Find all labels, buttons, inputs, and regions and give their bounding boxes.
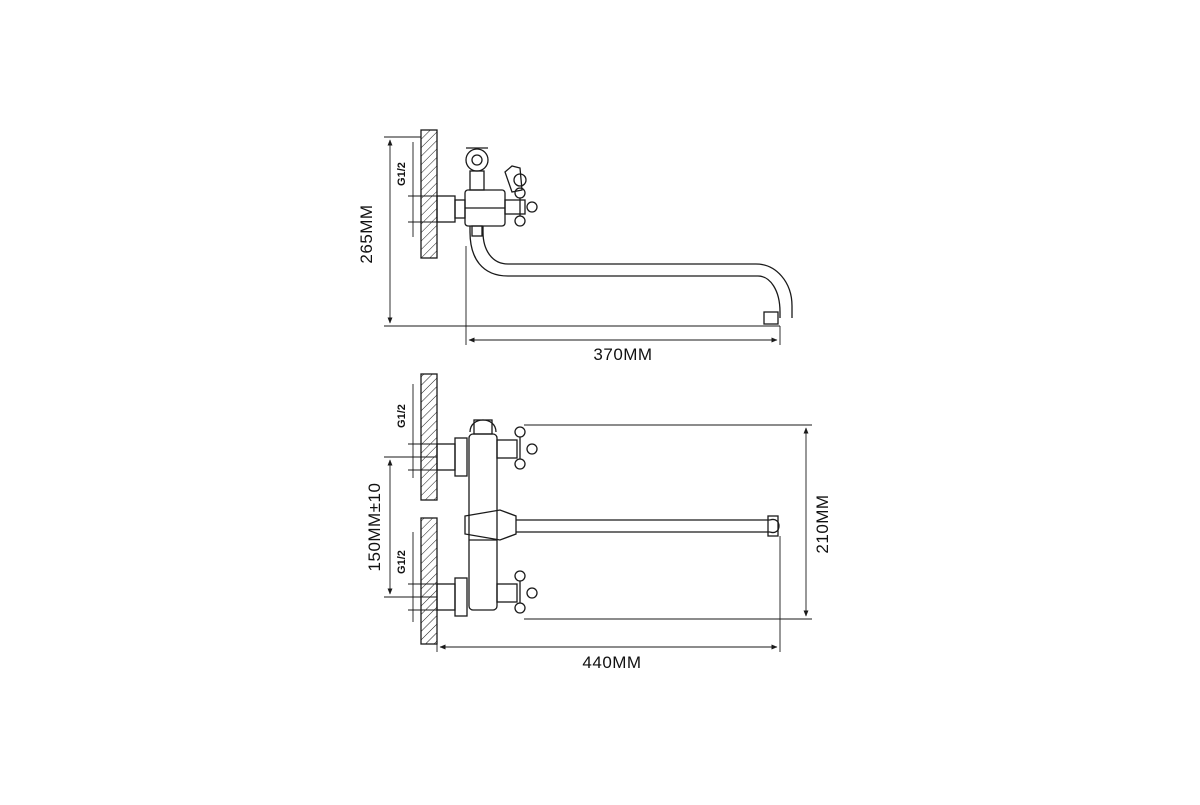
side-view bbox=[420, 129, 793, 325]
top-view bbox=[420, 373, 780, 645]
top-wall-upper bbox=[420, 373, 438, 501]
top-body bbox=[468, 433, 498, 611]
side-dimensions bbox=[384, 136, 781, 345]
top-shower-holder bbox=[469, 419, 497, 435]
top-spacing-label: 150MM±10 bbox=[365, 483, 384, 572]
side-spout bbox=[469, 225, 793, 325]
top-diverter bbox=[464, 509, 517, 541]
side-reach-label: 370MM bbox=[593, 345, 652, 364]
side-diverter-lever bbox=[504, 165, 523, 193]
side-height-label: 265MM bbox=[357, 204, 376, 263]
top-handle-upper bbox=[496, 426, 538, 470]
side-wall-nut bbox=[436, 195, 456, 223]
top-reach-label: 440MM bbox=[582, 653, 641, 672]
side-shower-holder bbox=[465, 147, 489, 191]
side-thread-label: G1/2 bbox=[396, 162, 408, 186]
side-cross-handle bbox=[504, 187, 538, 227]
top-wall-lower bbox=[420, 517, 438, 645]
top-upper-thread-label: G1/2 bbox=[396, 404, 408, 428]
top-spout bbox=[516, 515, 780, 537]
top-handle-lower bbox=[496, 570, 538, 614]
top-dimensions bbox=[384, 384, 812, 652]
side-wall bbox=[420, 129, 438, 259]
top-connector-lower bbox=[436, 583, 456, 611]
top-connector-upper bbox=[436, 443, 456, 471]
top-depth-label: 210MM bbox=[813, 494, 832, 553]
top-lower-thread-label: G1/2 bbox=[396, 550, 408, 574]
